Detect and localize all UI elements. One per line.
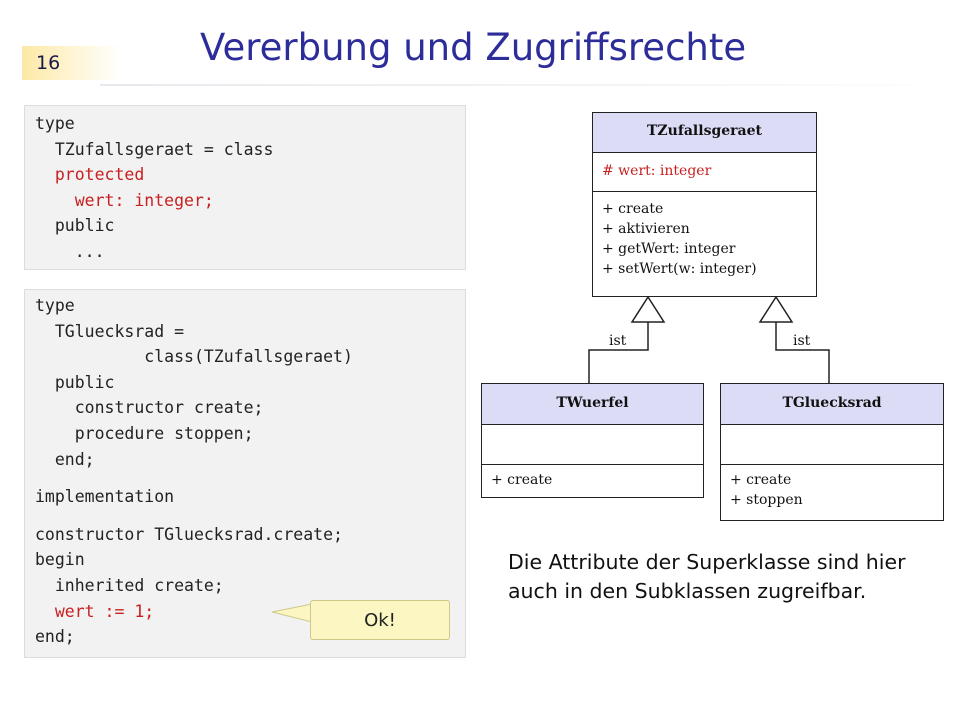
code-line: public bbox=[35, 372, 115, 392]
page-number-badge: 16 bbox=[22, 46, 122, 80]
uml-class-tzufallsgeraet: TZufallsgeraet # wert: integer + create … bbox=[592, 112, 817, 297]
code-line: wert: integer; bbox=[35, 190, 214, 210]
uml-operation: + getWert: integer bbox=[602, 241, 736, 257]
uml-class-twuerfel: TWuerfel + create bbox=[481, 383, 704, 498]
code-block-class-declaration: type TZufallsgeraet = class protected we… bbox=[24, 105, 466, 270]
code-line: constructor TGluecksrad.create; bbox=[35, 524, 343, 544]
uml-operation: + create bbox=[730, 472, 792, 488]
code-line: type bbox=[35, 114, 75, 133]
code-line: begin bbox=[35, 550, 85, 570]
uml-attributes: # wert: integer bbox=[593, 153, 816, 192]
uml-class-name: TZufallsgeraet bbox=[593, 113, 816, 153]
explanation-caption: Die Attribute der Superklasse sind hier … bbox=[508, 550, 906, 603]
uml-class-tgluecksrad: TGluecksrad + create + stoppen bbox=[720, 383, 944, 521]
page-number: 16 bbox=[36, 52, 61, 74]
code-block-subclass-implementation: type TGluecksrad = class(TZufallsgeraet)… bbox=[24, 289, 466, 658]
code-line: implementation bbox=[35, 487, 175, 507]
uml-attributes bbox=[482, 425, 703, 465]
code-line: TZufallsgeraet = class bbox=[35, 139, 274, 159]
code-line: type bbox=[35, 296, 75, 315]
code-line: inherited create; bbox=[35, 575, 224, 595]
code-line: wert := 1; bbox=[35, 601, 155, 621]
uml-operations: + create + aktivieren + getWert: integer… bbox=[593, 192, 816, 279]
code-line: protected bbox=[35, 165, 145, 185]
code-line: procedure stoppen; bbox=[35, 423, 254, 443]
relation-label: ist bbox=[793, 333, 811, 349]
code-line: public bbox=[35, 216, 115, 236]
uml-attributes bbox=[721, 425, 943, 465]
code-line: TGluecksrad = bbox=[35, 321, 185, 341]
code-line: class(TZufallsgeraet) bbox=[35, 347, 353, 367]
code-line: end; bbox=[35, 449, 95, 469]
code-line: ... bbox=[35, 241, 105, 261]
uml-attribute: # wert: integer bbox=[602, 163, 712, 179]
code-line: constructor create; bbox=[35, 398, 264, 418]
uml-operation: + stoppen bbox=[730, 492, 803, 508]
relation-label: ist bbox=[609, 333, 627, 349]
uml-class-name: TGluecksrad bbox=[721, 384, 943, 425]
code-line: end; bbox=[35, 627, 75, 647]
uml-operations: + create + stoppen bbox=[721, 465, 943, 510]
uml-operation: + create bbox=[491, 472, 553, 488]
uml-operations: + create bbox=[482, 465, 703, 490]
ok-callout: Ok! bbox=[310, 600, 450, 640]
uml-operation: + create bbox=[602, 201, 664, 217]
slide-title: Vererbung und Zugriffsrechte bbox=[200, 26, 747, 69]
uml-class-name: TWuerfel bbox=[482, 384, 703, 425]
uml-operation: + setWert(w: integer) bbox=[602, 261, 757, 277]
inheritance-triangle-icon bbox=[758, 295, 794, 323]
callout-text: Ok! bbox=[364, 610, 396, 631]
title-underline bbox=[100, 84, 960, 86]
uml-operation: + aktivieren bbox=[602, 221, 690, 237]
inheritance-triangle-icon bbox=[630, 295, 666, 323]
